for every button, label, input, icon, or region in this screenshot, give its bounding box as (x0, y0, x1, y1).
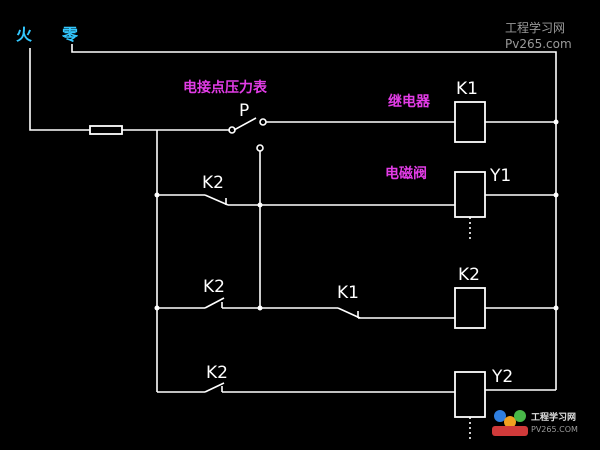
rung4-k2-contact (204, 382, 225, 393)
junction-k1-neutral (553, 119, 559, 125)
badge-figure-blue (494, 410, 506, 422)
gauge-title: 电接点压力表 (183, 79, 268, 96)
junction-rung3-gauge (257, 305, 263, 311)
relay-caption: 继电器 (388, 93, 431, 110)
watermark-badge-url: PV265.COM (531, 425, 578, 434)
rung4-contact-label: K2 (206, 363, 228, 383)
watermark-badge: 工程学习网 PV265.COM (492, 410, 578, 436)
rung3-k1-contact-label: K1 (337, 283, 359, 303)
valve1-caption: 电磁阀 (385, 165, 427, 182)
badge-figure-green (514, 410, 526, 422)
watermark-badge-name: 工程学习网 (531, 411, 576, 423)
rung4-coil-label: Y2 (491, 367, 513, 387)
gauge-lower-contact (256, 144, 264, 152)
rung3-coil-k2 (454, 287, 486, 329)
watermark-site-name: 工程学习网 (505, 20, 565, 35)
junction-k2-neutral (553, 305, 559, 311)
gauge-symbol: P (239, 101, 249, 121)
relay-coil-label: K1 (456, 79, 478, 99)
junction-rung2-gauge (257, 202, 263, 208)
gauge-upper-contact (259, 118, 267, 126)
rung3-k2-contact-label: K2 (203, 277, 225, 297)
rung3-k2-contact (204, 297, 225, 309)
live-label: 火 (16, 25, 33, 44)
badge-figure-orange (504, 416, 516, 428)
watermark-site-url: Pv265.com (505, 37, 572, 51)
junction-y1-neutral (553, 192, 559, 198)
live-wire (29, 48, 90, 131)
neutral-bus (71, 44, 557, 390)
neutral-label: 零 (61, 25, 79, 44)
valve1-coil-label: Y1 (489, 166, 511, 186)
fuse (89, 125, 123, 135)
rung4-coil-y2 (454, 371, 486, 418)
rung3-coil-label: K2 (458, 265, 480, 285)
relay-coil-k1 (454, 101, 486, 143)
rung3-k1-contact (337, 307, 361, 319)
gauge-blade (233, 117, 257, 131)
rung2-k2-contact (204, 194, 229, 206)
badge-base (492, 426, 528, 436)
rung2-contact-label: K2 (202, 173, 224, 193)
valve1-coil-y1 (454, 171, 486, 218)
